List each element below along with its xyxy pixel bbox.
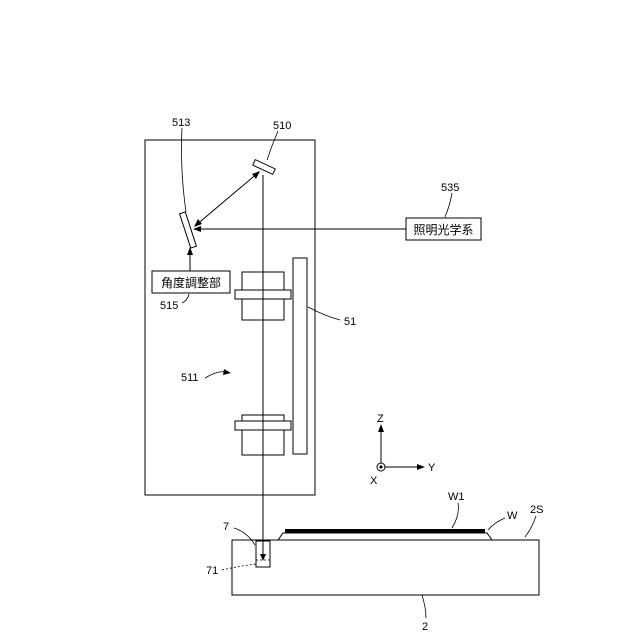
label-515: 515 — [160, 300, 178, 312]
label-511: 511 — [181, 372, 199, 384]
leader-71 — [222, 564, 256, 570]
label-2s: 2S — [530, 504, 543, 516]
label-7: 7 — [223, 521, 229, 533]
label-510: 510 — [273, 120, 291, 132]
label-71: 71 — [206, 565, 218, 577]
label-w1: W1 — [448, 491, 465, 503]
beam-513-to-510 — [195, 172, 259, 226]
illumination-optics-label: 照明光学系 — [413, 222, 473, 237]
mirror-510 — [253, 160, 275, 175]
unit-51 — [293, 258, 307, 454]
z-axis-label: Z — [377, 413, 384, 425]
label-535: 535 — [441, 182, 459, 194]
leader-w1 — [452, 503, 458, 528]
leader-2 — [422, 595, 426, 618]
adjuster-arrowhead — [187, 247, 193, 255]
beam-arrowhead-513b — [194, 219, 202, 227]
x-axis-dot — [379, 465, 382, 468]
leader-511-arrowhead — [223, 369, 231, 375]
label-2: 2 — [422, 621, 428, 633]
mirror-513 — [180, 212, 197, 248]
beam-arrowhead-510 — [252, 171, 260, 179]
label-w: W — [507, 510, 518, 522]
leader-2s — [525, 516, 536, 537]
wafer-w1-film — [285, 529, 485, 533]
housing-511 — [145, 140, 315, 495]
angle-adjuster-label: 角度調整部 — [161, 275, 221, 290]
x-axis-label: X — [370, 475, 378, 487]
leader-7 — [234, 528, 255, 545]
z-arrowhead — [378, 424, 384, 432]
leader-535 — [445, 193, 452, 217]
leader-510 — [267, 131, 278, 160]
wafer-w — [278, 533, 492, 540]
leader-w — [488, 518, 505, 530]
leader-51 — [308, 307, 340, 320]
label-51: 51 — [344, 316, 356, 328]
label-513: 513 — [172, 117, 190, 129]
stage-2 — [232, 540, 539, 595]
leader-515 — [182, 294, 189, 303]
y-axis-label: Y — [428, 462, 436, 474]
y-arrowhead — [417, 464, 425, 470]
leader-513 — [182, 128, 187, 212]
